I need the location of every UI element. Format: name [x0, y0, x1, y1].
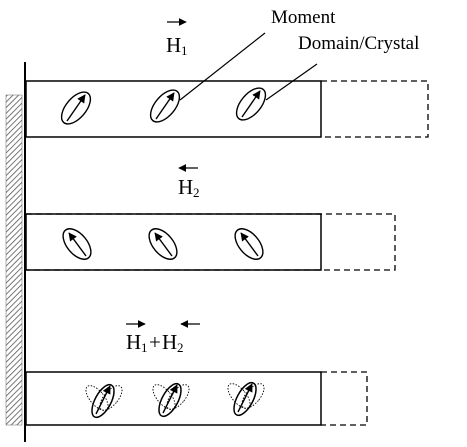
crystal-bar-1 [25, 80, 322, 138]
moment-label: Moment [271, 7, 336, 28]
domain-ellipse [234, 228, 264, 260]
moment-arrow [66, 94, 86, 122]
domain-ellipse [148, 228, 178, 260]
domain-1a [60, 91, 92, 125]
domain-ellipse [158, 382, 182, 418]
h1-letter: H [166, 33, 181, 57]
domain-ellipse [233, 381, 257, 417]
dotted-lobe-left [227, 383, 251, 409]
domain-ellipse [60, 91, 92, 125]
dotted-lobe-left [152, 384, 176, 410]
combined-h1-subscript: 1 [141, 340, 148, 355]
combined-h2-subscript: 2 [177, 340, 184, 355]
row-h2: H 2 [25, 164, 396, 271]
fixed-wall [5, 62, 26, 442]
domain-2c [234, 228, 264, 260]
moment-arrow [154, 232, 173, 257]
domain-ellipse [149, 89, 181, 123]
field-combined-label: H 1 + H 2 [126, 320, 200, 355]
elongation-outline-1 [321, 80, 429, 138]
moment-arrow [241, 90, 261, 118]
moment-arrow [162, 384, 178, 414]
domain-crystal-label: Domain/Crystal [298, 33, 419, 54]
moment-arrow [68, 232, 87, 257]
domain-ellipse [62, 228, 92, 260]
elongation-outline-3 [321, 371, 368, 426]
wall-hatching [5, 94, 23, 426]
crystal-bar-3 [25, 371, 322, 426]
field-h2-label: H 2 [178, 164, 200, 200]
domain-ellipse [235, 87, 267, 121]
moment-arrow [237, 383, 253, 413]
moment-arrow [95, 385, 111, 415]
row-h1-plus-h2: H 1 + H 2 [25, 320, 368, 426]
field-h1-label: H 1 [166, 18, 188, 58]
domain-2a [62, 228, 92, 260]
domain-2b [148, 228, 178, 260]
crystal-bar-2 [25, 213, 322, 271]
domain-3a [85, 383, 123, 419]
h2-subscript: 2 [193, 185, 200, 200]
row-h1: H 1 Moment Domain/Crystal [25, 7, 429, 138]
moment-leader-line [179, 32, 266, 101]
domain-ellipse [91, 383, 115, 419]
h2-letter: H [178, 175, 193, 199]
dotted-lobe-right [166, 384, 190, 410]
plus-sign: + [149, 330, 161, 354]
dotted-lobe-left [85, 385, 109, 411]
h1-subscript: 1 [181, 43, 188, 58]
dotted-lobe-right [99, 385, 123, 411]
domain-leader-line [265, 63, 318, 101]
domain-1b [149, 89, 181, 123]
elongation-outline-2 [26, 213, 396, 271]
combined-h2-letter: H [162, 330, 177, 354]
combined-h1-letter: H [126, 330, 141, 354]
moment-arrow [240, 232, 259, 257]
domain-3c [227, 381, 265, 417]
moment-arrow [155, 92, 175, 120]
domain-1c [235, 87, 267, 121]
dotted-lobe-right [241, 383, 265, 409]
domain-3b [152, 382, 190, 418]
